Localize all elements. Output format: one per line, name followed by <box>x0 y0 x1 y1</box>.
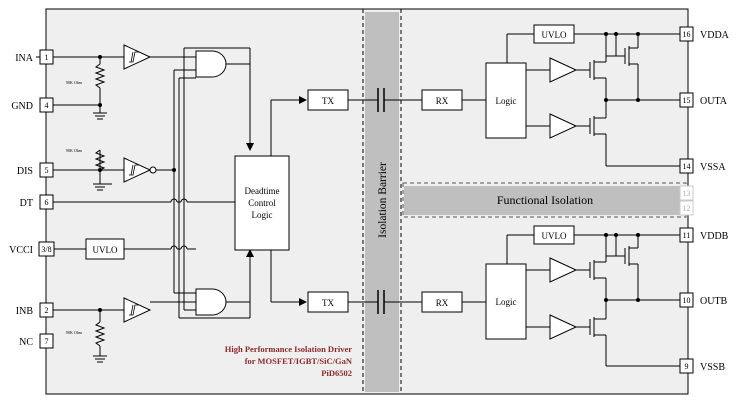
right-pin-outa: 15 OUTA <box>679 92 728 108</box>
isolation-barrier-label: Isolation Barrier <box>377 162 389 238</box>
pin-label: VSSA <box>700 162 726 173</box>
pin-number: 3/8 <box>41 245 51 254</box>
logic-label: Logic <box>496 96 517 106</box>
rx-label: RX <box>436 298 449 308</box>
functional-isolation-label: Functional Isolation <box>497 193 593 207</box>
left-wiring <box>53 47 307 356</box>
right-pin-vssa: 14 VSSA <box>679 158 726 174</box>
pin-label: VSSB <box>700 362 725 373</box>
resistor-inb: 90K Ohm <box>66 321 106 347</box>
pin-number: 15 <box>683 96 691 105</box>
pin-label: INA <box>15 53 34 64</box>
title-line-1: High Performance Isolation Driver <box>225 344 352 354</box>
uvlo-input-block <box>85 238 125 260</box>
output-channel-a <box>462 24 680 167</box>
pin-number: 14 <box>683 162 691 171</box>
left-pin-ina: 1 INA <box>15 49 54 65</box>
resistor-ina: 90K Ohm <box>66 63 106 89</box>
resistor-label: 90K Ohm <box>66 80 83 85</box>
and-gate-b <box>195 288 227 316</box>
isolation-barrier <box>365 12 399 392</box>
left-pin-dt: 6 DT <box>20 194 54 210</box>
pin-number: 1 <box>45 53 49 62</box>
pin-label: OUTA <box>700 96 728 107</box>
right-pin-outb: 10 OUTB <box>679 292 728 308</box>
functional-isolation-outline <box>402 182 687 218</box>
deadtime-label-3: Logic <box>252 210 273 220</box>
isolation-capacitor-b <box>348 290 422 314</box>
ground-icon <box>93 355 107 363</box>
title-line-2: for MOSFET/IGBT/SiC/GaN <box>245 356 353 366</box>
tx-label: TX <box>322 298 334 308</box>
pin-label: DIS <box>17 166 33 177</box>
pin-number: 10 <box>683 296 691 305</box>
pin-number: 13 <box>683 189 691 198</box>
resistor-dis: 90K Ohm <box>66 148 106 171</box>
rx-label: RX <box>436 96 449 106</box>
right-pin-13: 13 <box>679 185 694 201</box>
pin-label: OUTB <box>700 296 728 307</box>
pin-number: 12 <box>683 204 691 213</box>
right-pin-vdda: 16 VDDA <box>679 26 730 42</box>
pin-label: VDDA <box>700 30 730 41</box>
right-pin-12: 12 <box>679 200 694 216</box>
pin-label: VDDB <box>700 231 729 242</box>
arrow-up <box>246 249 254 257</box>
title-line-3: PiD6502 <box>321 368 352 378</box>
left-pin-dis: 5 DIS <box>17 162 54 178</box>
deadtime-control-logic <box>234 155 290 251</box>
pin-number: 7 <box>45 337 49 346</box>
functional-isolation <box>404 186 680 215</box>
deadtime-label-2: Control <box>248 198 276 208</box>
pin-number: 4 <box>45 101 49 110</box>
pin-label: INB <box>16 306 34 317</box>
isolation-capacitor-a <box>348 88 422 112</box>
pin-number: 11 <box>683 231 691 240</box>
uvlo-label: UVLO <box>542 30 567 40</box>
pin-number: 9 <box>685 362 689 371</box>
left-pin-nc: 7 NC <box>19 333 54 349</box>
tx-label: TX <box>322 96 334 106</box>
uvlo-label: UVLO <box>93 245 118 255</box>
arrow-down <box>246 143 254 151</box>
schmitt-buffer-b <box>123 297 152 323</box>
left-pin-inb: 2 INB <box>16 302 54 318</box>
schmitt-inverter-dis <box>123 157 157 183</box>
pin-number: 5 <box>45 166 49 175</box>
left-pin-gnd: 4 GND <box>11 97 54 113</box>
pin-label: VCCI <box>9 245 33 256</box>
schmitt-buffer-a <box>123 44 152 70</box>
pin-label: DT <box>20 198 33 209</box>
pin-number: 6 <box>45 198 49 207</box>
right-pin-vddb: 11 VDDB <box>679 227 729 243</box>
resistor-label: 90K Ohm <box>66 148 83 153</box>
logic-label: Logic <box>496 297 517 307</box>
resistor-label: 90K Ohm <box>66 330 83 335</box>
ground-icon <box>93 183 107 191</box>
ground-icon <box>93 112 107 120</box>
left-pin-vcci: 3/8 VCCI <box>9 241 55 257</box>
pin-label: NC <box>19 337 33 348</box>
and-gate-a <box>195 50 227 78</box>
pin-number: 16 <box>683 30 691 39</box>
output-channel-b <box>462 225 680 367</box>
pin-label: GND <box>11 101 33 112</box>
uvlo-label: UVLO <box>542 231 567 241</box>
pin-number: 2 <box>45 306 49 315</box>
deadtime-label-1: Deadtime <box>245 186 280 196</box>
right-pin-vssb: 9 VSSB <box>679 358 725 374</box>
